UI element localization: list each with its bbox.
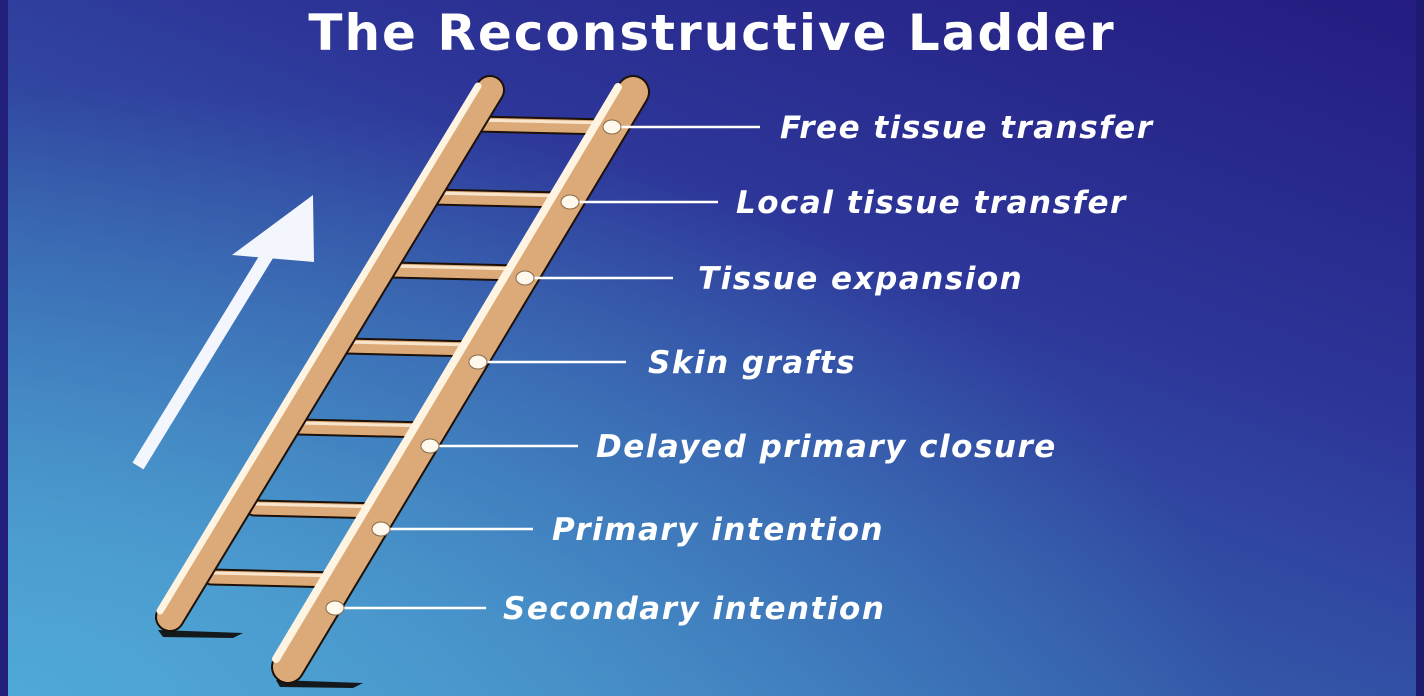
anchor-dot: [326, 601, 344, 615]
ladder-rung: [391, 266, 521, 273]
rung-label: Local tissue transfer: [736, 185, 1127, 221]
anchor-dot: [421, 439, 439, 453]
rung-label: Primary intention: [552, 512, 884, 548]
rung-label: Secondary intention: [503, 591, 885, 627]
anchor-dot: [561, 195, 579, 209]
anchor-dot: [469, 355, 487, 369]
rung-label: Delayed primary closure: [596, 429, 1057, 465]
ladder-rung: [298, 423, 428, 430]
ladder-rung: [432, 193, 564, 200]
ladder-rung: [346, 342, 475, 349]
rung-label: Free tissue transfer: [780, 110, 1154, 146]
anchor-dot: [516, 271, 534, 285]
ladder-rung: [211, 573, 338, 580]
rung-label: Skin grafts: [648, 345, 856, 381]
anchor-dot: [603, 120, 621, 134]
rung-label: Tissue expansion: [698, 261, 1023, 297]
ladder-rung: [476, 120, 608, 127]
ladder-shadow: [158, 630, 363, 688]
anchor-dot: [372, 522, 390, 536]
ladder-rungs: [211, 120, 608, 580]
